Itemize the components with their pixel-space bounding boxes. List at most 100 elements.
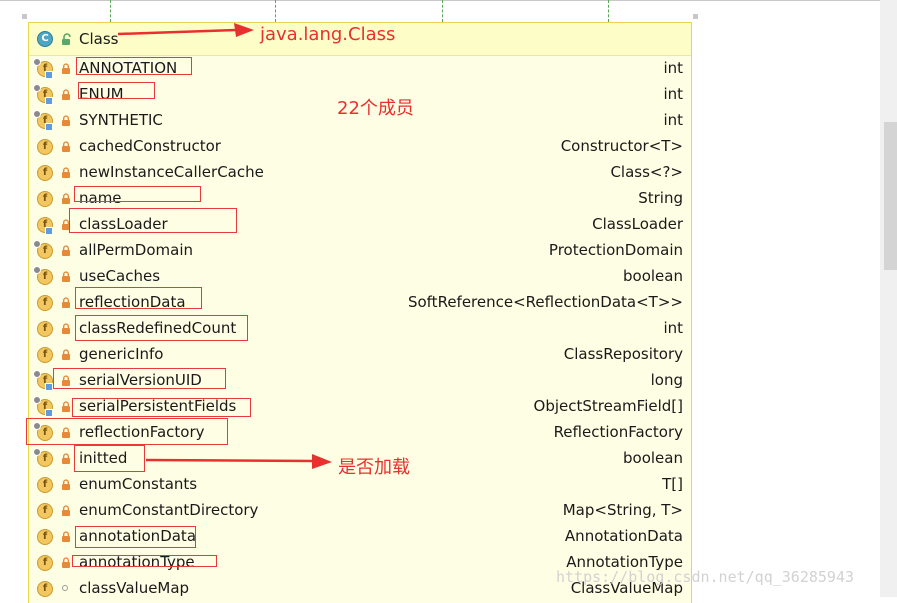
field-type: ClassLoader [592, 215, 683, 233]
highlight-box [74, 186, 201, 202]
private-lock-icon [62, 115, 70, 126]
field-type: ProtectionDomain [548, 241, 683, 259]
highlight-box [72, 555, 217, 567]
field-type: int [663, 111, 683, 129]
field-name: name [79, 189, 122, 207]
field-name: annotationData [79, 527, 197, 545]
field-f-icon: f [37, 503, 53, 519]
arrow-to-class-label [117, 23, 254, 37]
field-type: Map<String, T> [562, 501, 683, 519]
private-lock-icon [62, 349, 70, 360]
field-f-icon: f [37, 139, 53, 155]
field-type: boolean [623, 449, 683, 467]
class-label-annotation: java.lang.Class [260, 24, 396, 45]
layout-guide [442, 0, 443, 22]
static-pin-icon [33, 58, 41, 66]
highlight-box [78, 82, 155, 99]
private-lock-icon [62, 193, 70, 204]
field-type: ObjectStreamField[] [533, 397, 683, 415]
highlight-box [72, 398, 251, 417]
field-name: serialPersistentFields [79, 397, 237, 415]
field-name: reflectionData [79, 293, 186, 311]
class-c-icon: C [37, 31, 53, 47]
field-f-icon: f [37, 347, 53, 363]
layout-guide [275, 0, 276, 22]
private-lock-icon [62, 531, 70, 542]
static-pin-icon [33, 84, 41, 92]
field-f-icon: f [37, 425, 53, 441]
field-type: SoftReference<ReflectionData<T>> [407, 293, 683, 311]
field-type: AnnotationType [566, 553, 683, 571]
field-type: int [663, 59, 683, 77]
top-border-line [0, 0, 880, 1]
static-pin-icon [33, 422, 41, 430]
selection-handle[interactable] [22, 14, 27, 19]
final-marker-icon [45, 71, 53, 79]
field-f-icon: f [37, 243, 53, 259]
layout-guide [608, 0, 609, 22]
field-name: classLoader [79, 215, 168, 233]
private-lock-icon [62, 245, 70, 256]
static-pin-icon [33, 266, 41, 274]
selection-handle[interactable] [693, 14, 698, 19]
field-f-icon: f [37, 581, 53, 597]
final-marker-icon [45, 409, 53, 417]
field-type: ClassValueMap [570, 579, 683, 597]
member-count-annotation: 22个成员 [337, 98, 414, 119]
field-name: enumConstantDirectory [79, 501, 259, 519]
field-row[interactable]: f enumConstantDirectory Map<String, T> [29, 498, 691, 524]
field-name: genericInfo [79, 345, 164, 363]
field-name: cachedConstructor [79, 137, 221, 155]
field-f-icon: f [37, 529, 53, 545]
highlight-box [76, 57, 192, 75]
highlight-box [75, 315, 248, 341]
private-lock-icon [62, 297, 70, 308]
private-lock-icon [62, 479, 70, 490]
field-name: classValueMap [79, 579, 190, 597]
field-name: newInstanceCallerCache [79, 163, 264, 181]
field-row[interactable]: f allPermDomain ProtectionDomain [29, 238, 691, 264]
scrollbar-thumb[interactable] [884, 122, 897, 270]
private-lock-icon [62, 141, 70, 152]
field-type: int [663, 85, 683, 103]
layout-guide [110, 0, 111, 22]
highlight-box [26, 418, 228, 445]
watermark-text: https://blog.csdn.net/qq_36285943 [556, 568, 855, 586]
field-type: boolean [623, 267, 683, 285]
private-lock-icon [62, 453, 70, 464]
class-header[interactable]: C Class [29, 23, 691, 56]
private-lock-icon [62, 63, 70, 74]
field-type: ReflectionFactory [553, 423, 683, 441]
arrow-to-inited-note [145, 454, 332, 469]
private-lock-icon [62, 427, 70, 438]
field-row[interactable]: f classValueMap ClassValueMap [29, 576, 691, 602]
field-f-icon: f [37, 321, 53, 337]
field-name: initted [79, 449, 128, 467]
final-marker-icon [45, 123, 53, 131]
private-lock-icon [62, 89, 70, 100]
field-f-icon: f [37, 165, 53, 181]
private-lock-icon [62, 557, 70, 568]
private-lock-icon [62, 375, 70, 386]
inited-note-annotation: 是否加载 [338, 457, 410, 478]
field-name: allPermDomain [79, 241, 193, 259]
highlight-box [75, 526, 196, 548]
